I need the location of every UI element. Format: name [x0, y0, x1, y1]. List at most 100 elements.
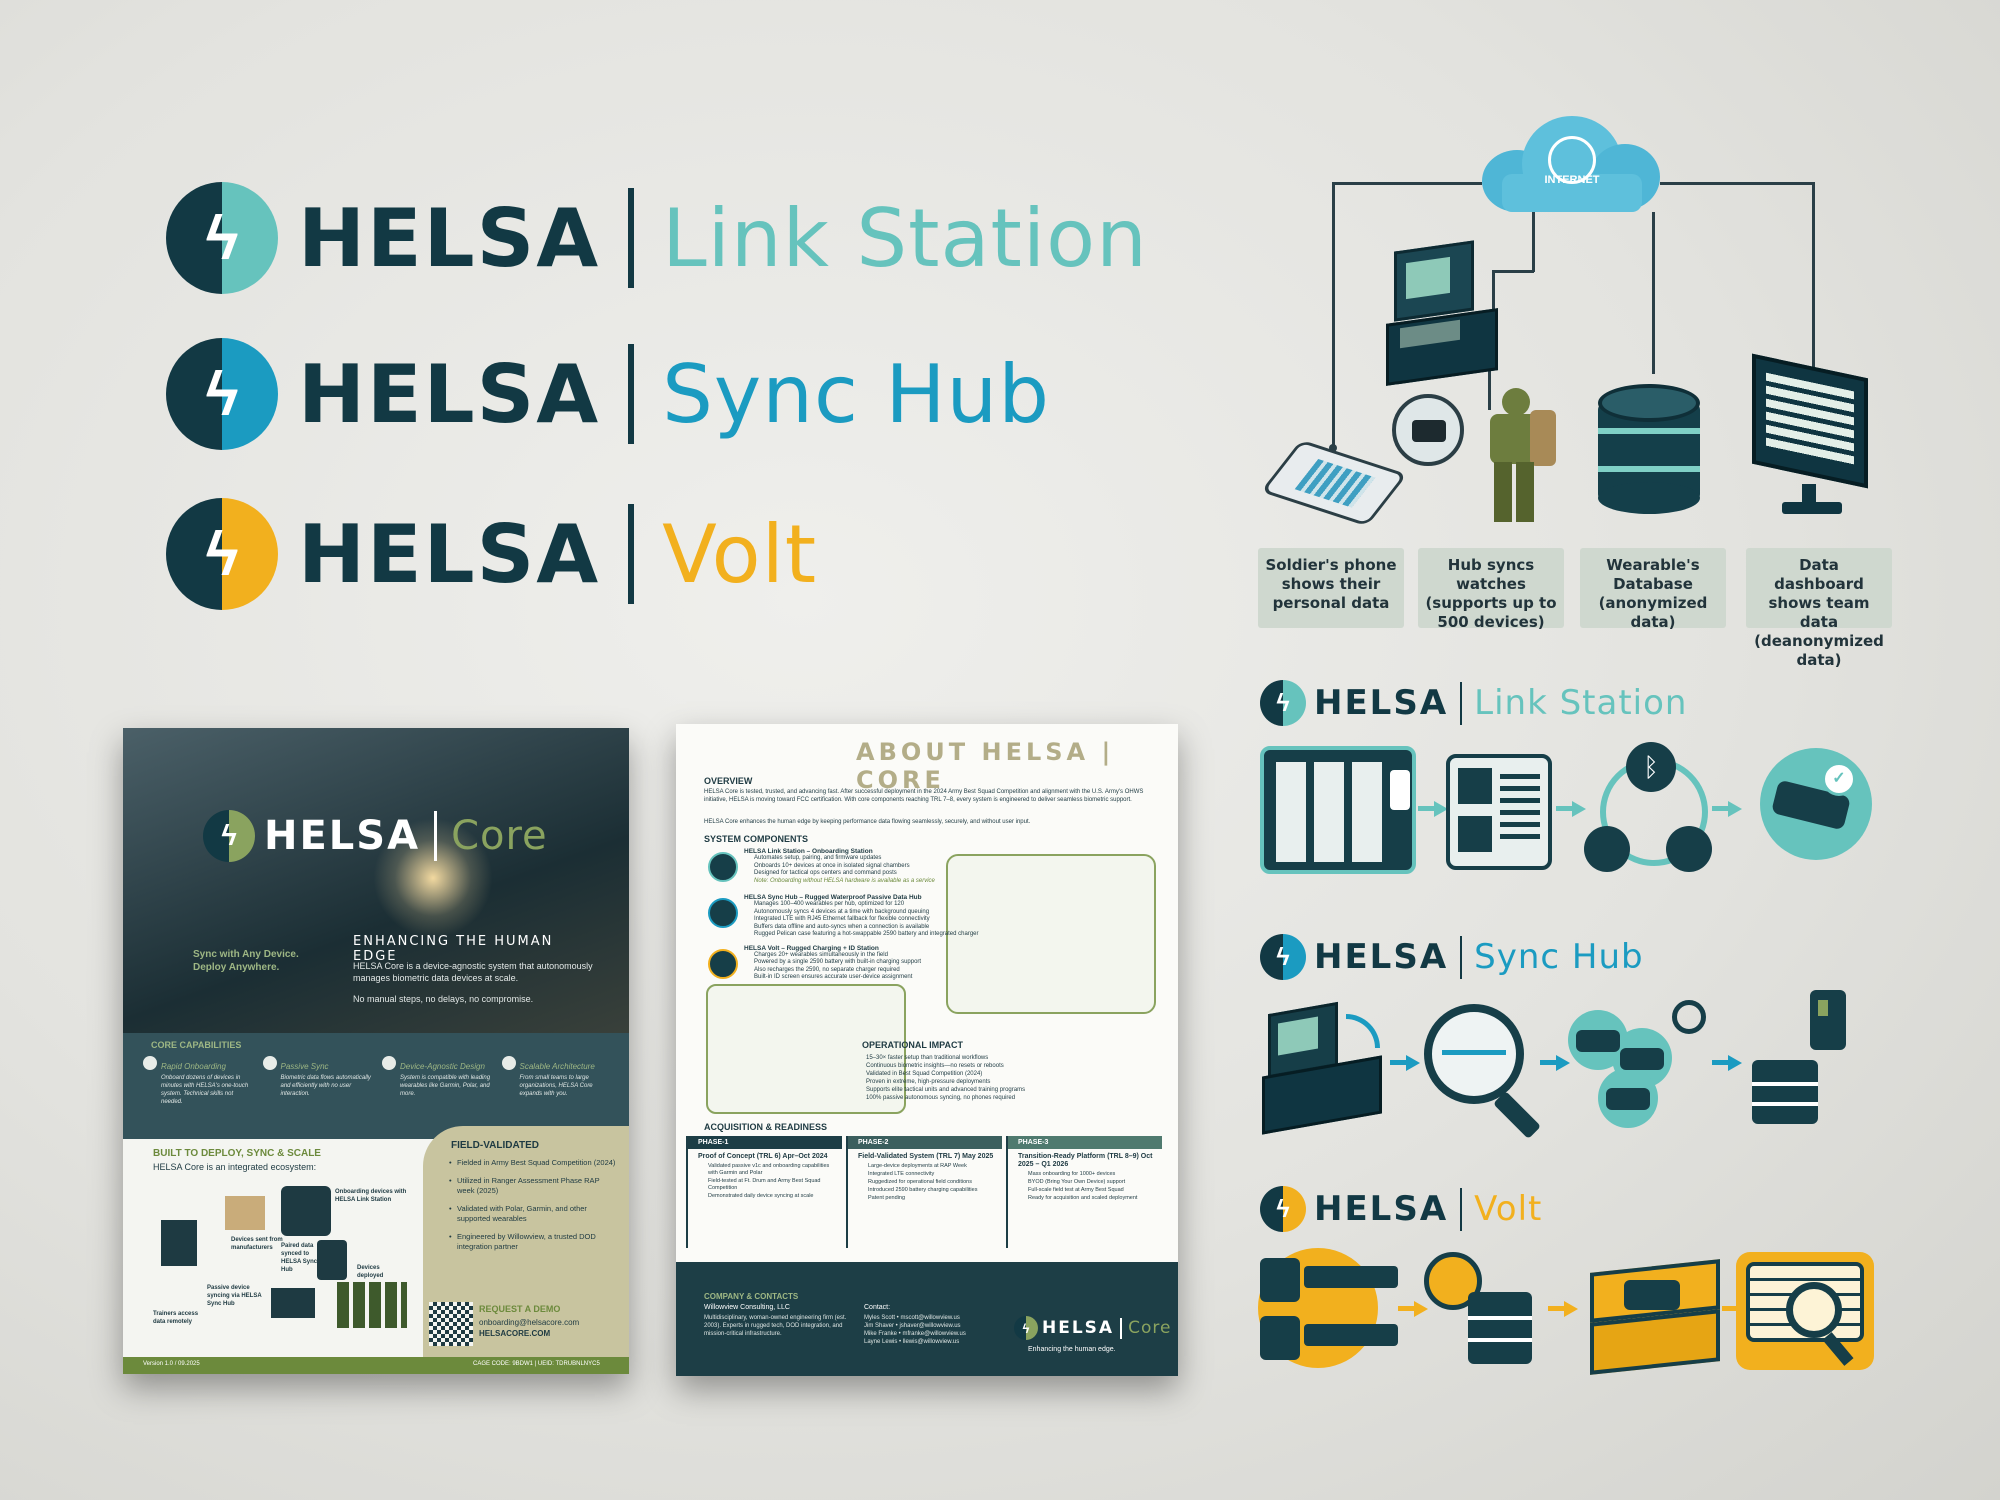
overview-text-2: HELSA Core enhances the human edge by ke…: [704, 819, 1031, 825]
product-name: Link Station: [662, 191, 1148, 285]
watches-sync-icon: [1568, 1000, 1708, 1130]
phase-item: Introduced 2590 battery charging capabil…: [868, 1187, 978, 1193]
company-desc: Multidisciplinary, woman-owned engineeri…: [704, 1315, 847, 1337]
helsa-mark-icon: ϟ: [166, 498, 278, 610]
built-title: BUILT TO DEPLOY, SYNC & SCALE: [153, 1148, 321, 1159]
bluetooth-icon: ᛒ: [1626, 742, 1676, 792]
watch-bubble-icon: [1392, 394, 1464, 466]
phase-item: Ready for acquisition and scaled deploym…: [1028, 1195, 1138, 1201]
impact-item: 15–30× faster setup than traditional wor…: [866, 1055, 989, 1061]
id-screen-search-icon: [1736, 1252, 1874, 1370]
id-card-icon: [1446, 754, 1552, 870]
component-bullet: Buffers data offline and auto-syncs when…: [754, 923, 930, 930]
soldier-icon: [1480, 388, 1560, 526]
chip-icon: [1584, 826, 1630, 872]
field-item: •Engineered by Willowview, a trusted DOD…: [449, 1232, 596, 1251]
back-footer-tag: Enhancing the human edge.: [1028, 1346, 1116, 1353]
capability-title: Rapid Onboarding: [161, 1062, 226, 1071]
flyer-back: ABOUT HELSA | CORE OVERVIEW HELSA Core i…: [676, 724, 1178, 1376]
database-icon: [1598, 384, 1700, 514]
phase-item: Mass onboarding for 1000+ devices: [1028, 1171, 1116, 1177]
phase-title: Transition-Ready Platform (TRL 8–9) Oct …: [1018, 1153, 1153, 1168]
volt-case-icon: [1590, 1250, 1720, 1375]
cloud-icon: INTERNET: [1482, 116, 1660, 212]
capability-icon: [382, 1056, 396, 1070]
brand-name: HELSA: [264, 813, 421, 859]
watch-check-icon: ✓: [1760, 748, 1872, 860]
demo-title: REQUEST A DEMO: [479, 1304, 561, 1314]
component-bullet: Onboards 10+ devices at once in isolated…: [754, 862, 910, 869]
phase-label: PHASE-2: [848, 1136, 1002, 1149]
overview-title: OVERVIEW: [704, 776, 753, 786]
contact-item[interactable]: Mike Franke • mfranke@willowview.us: [864, 1331, 966, 1337]
phase-item: Ruggedized for operational field conditi…: [868, 1179, 972, 1185]
ecosystem-illustration: Onboarding devices with HELSA Link Stati…: [151, 1180, 411, 1350]
overview-text: HELSA Core is tested, trusted, and advan…: [704, 789, 1144, 803]
acq-title: ACQUISITION & READINESS: [704, 1122, 828, 1132]
phase-label: PHASE-3: [1008, 1136, 1162, 1149]
phone-icon: [1260, 439, 1408, 527]
cloud-label: INTERNET: [1544, 174, 1600, 186]
product-name: Volt: [1474, 1189, 1543, 1229]
component-bullet: Automates setup, pairing, and firmware u…: [754, 855, 882, 861]
capability-title: Scalable Architecture: [519, 1062, 595, 1071]
contact-item[interactable]: Myles Scott • mscott@willowview.us: [864, 1315, 960, 1321]
impact-item: Supports elite tactical units and advanc…: [866, 1087, 1026, 1093]
capability-text: Biometric data flows automatically and e…: [280, 1075, 371, 1097]
contacts-title: Contact:: [864, 1304, 891, 1311]
component-bullet: Also recharges the 2590, no separate cha…: [754, 966, 900, 973]
contact-item[interactable]: Jim Shaver • jshaver@willowview.us: [864, 1323, 961, 1329]
contact-item[interactable]: Layne Lewis • llewis@willowview.us: [864, 1339, 960, 1345]
case-illustration: [946, 854, 1156, 1014]
front-headline: ENHANCING THE HUMAN EDGE: [353, 934, 554, 964]
field-item: •Validated with Polar, Garmin, and other…: [449, 1204, 587, 1223]
brand-name: HELSA: [1042, 1318, 1115, 1338]
impact-item: 100% passive autonomous syncing, no phon…: [866, 1095, 1016, 1101]
impact-item: Validated in Best Squad Competition (202…: [866, 1071, 983, 1077]
tagline-small: Sync with Any Device. Deploy Anywhere.: [193, 949, 299, 973]
demo-email[interactable]: onboarding@helsacore.com: [479, 1318, 580, 1327]
hub-signal-icon: [1262, 1001, 1390, 1135]
capability-icon: [262, 1056, 277, 1070]
component-icon: [708, 948, 738, 979]
component-bullet: Designed for tactical ops centers and co…: [754, 870, 897, 876]
component-bullet: Powered by a single 2590 battery with bu…: [754, 959, 922, 965]
helsa-mark-icon: ϟ: [1260, 680, 1306, 726]
brand-divider: [1460, 681, 1463, 725]
component-note: Note: Onboarding without HELSA hardware …: [754, 877, 935, 884]
component-bullet: Manages 100–400 wearables per hub, optim…: [754, 901, 905, 907]
component-bullet: Charges 20+ wearables simultaneously in …: [754, 951, 888, 958]
product-name: Volt: [662, 507, 818, 601]
company-title: COMPANY & CONTACTS: [704, 1292, 799, 1301]
product-name: Sync Hub: [1474, 937, 1644, 977]
cage-label: CAGE CODE: 9BDW1 | UEID: TDRUBNLNYC5: [473, 1361, 600, 1367]
component-bullet: Built-in ID screen ensures accurate user…: [754, 974, 913, 980]
component-title: HELSA Sync Hub – Rugged Waterproof Passi…: [744, 894, 922, 901]
demo-site[interactable]: HELSACORE.COM: [479, 1329, 551, 1338]
product-name: Sync Hub: [662, 347, 1050, 441]
brand-divider: [628, 504, 635, 604]
phase-item: Patent pending: [868, 1195, 906, 1201]
dashboard-monitor-icon: [1752, 353, 1872, 518]
phase-title: Field-Validated System (TRL 7) May 2025: [858, 1153, 994, 1160]
globe-icon: [1548, 136, 1596, 184]
phase-item: Full-scale field test at Army Best Squad: [1028, 1187, 1124, 1193]
diagram-label-dashboard: Data dashboard shows team data (deanonym…: [1746, 548, 1892, 669]
capabilities-title: CORE CAPABILITIES: [151, 1040, 242, 1050]
component-icon: [708, 852, 738, 882]
brand-divider: [628, 344, 635, 444]
front-intro2: No manual steps, no delays, no compromis…: [353, 994, 534, 1004]
helsa-mark-icon: ϟ: [1260, 1186, 1306, 1232]
phase-item: Integrated LTE connectivity: [868, 1171, 935, 1177]
helsa-mark-icon: ϟ: [203, 810, 255, 862]
impact-item: Proven in extreme, high-pressure deploym…: [866, 1079, 991, 1085]
component-block: HELSA Sync Hub – Rugged Waterproof Passi…: [704, 894, 1004, 939]
